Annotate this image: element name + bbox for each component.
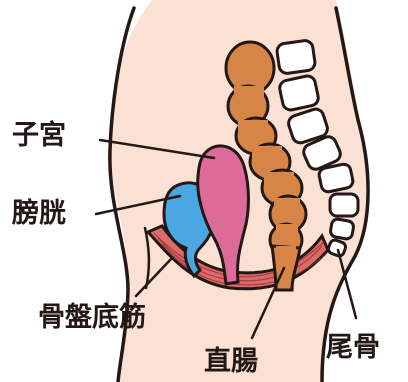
label-pelvic-floor-muscles: 骨盤底筋 <box>38 301 146 333</box>
label-uterus: 子宮 <box>12 119 66 151</box>
vertebra <box>330 218 355 240</box>
vertebra <box>330 194 358 216</box>
vertebra <box>278 75 319 112</box>
vertebra <box>318 163 354 193</box>
vertebra <box>276 40 316 75</box>
label-coccyx: 尾骨 <box>326 332 380 363</box>
label-rectum: 直腸 <box>204 346 258 377</box>
label-bladder: 膀胱 <box>11 197 66 229</box>
